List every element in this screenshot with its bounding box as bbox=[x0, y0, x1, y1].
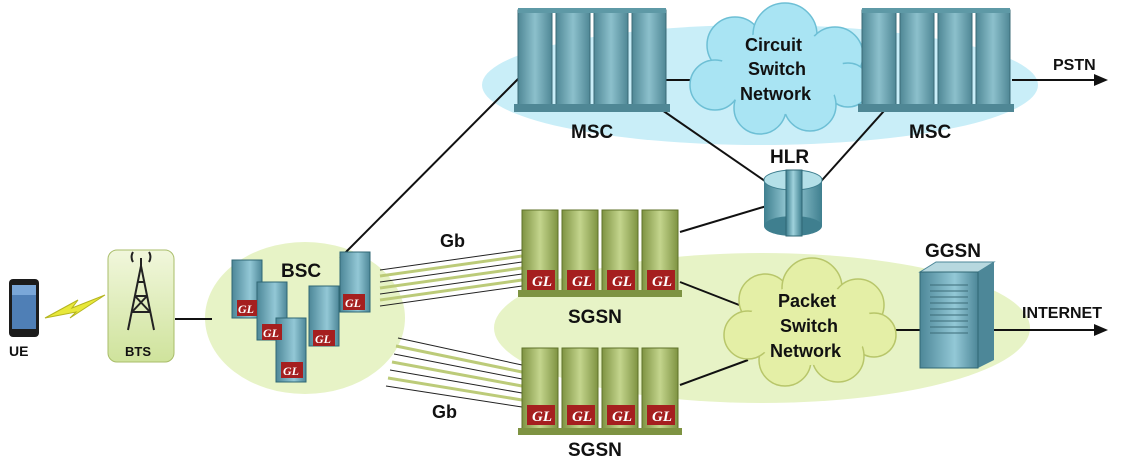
msc-rack-right bbox=[858, 8, 1014, 112]
bts-label: BTS bbox=[125, 344, 151, 359]
hlr-label: HLR bbox=[770, 147, 809, 168]
bts-tower-icon bbox=[107, 249, 175, 363]
msc-rack-left bbox=[514, 8, 670, 112]
pstn-arrow bbox=[1012, 74, 1108, 86]
circuit-cloud-label-line3: Network bbox=[740, 84, 812, 104]
circuit-switch-cloud bbox=[689, 2, 871, 135]
gb-link-bundle-bottom bbox=[385, 337, 523, 408]
ggsn-label: GGSN bbox=[925, 241, 981, 262]
packet-switch-cloud bbox=[723, 257, 897, 387]
gl-logo-text: GL bbox=[572, 409, 592, 425]
ue-phone-icon bbox=[9, 279, 39, 337]
bsc-label: BSC bbox=[281, 261, 321, 282]
circuit-cloud-label-line1: Circuit bbox=[745, 35, 802, 55]
gl-logo-text: GL bbox=[612, 409, 632, 425]
gl-logo-text: GL bbox=[572, 274, 592, 290]
internet-label: INTERNET bbox=[1022, 305, 1102, 322]
packet-cloud-label-line3: Network bbox=[770, 341, 842, 361]
ggsn-server-icon bbox=[918, 261, 996, 369]
sgsn-bottom-label: SGSN bbox=[568, 440, 622, 460]
gl-logo-text: GL bbox=[612, 274, 632, 290]
gl-logo-text: GL bbox=[652, 409, 672, 425]
gl-logos-sgsn: GL GL GL GL GL GL GL GL bbox=[527, 270, 675, 425]
gl-logo-text: GL bbox=[263, 326, 279, 340]
gl-logo-text: GL bbox=[652, 274, 672, 290]
wireless-link-bolt bbox=[44, 294, 106, 319]
hlr-database-icon bbox=[763, 169, 823, 237]
gl-logo-text: GL bbox=[532, 409, 552, 425]
gl-logo-text: GL bbox=[345, 296, 361, 310]
packet-cloud-label-line2: Switch bbox=[780, 316, 838, 336]
msc-right-label: MSC bbox=[909, 122, 952, 143]
gb-bottom-label: Gb bbox=[432, 402, 457, 422]
gb-link-bundle-top bbox=[379, 249, 523, 307]
gb-top-label: Gb bbox=[440, 231, 465, 251]
packet-cloud-label-line1: Packet bbox=[778, 291, 836, 311]
sgsn-top-label: SGSN bbox=[568, 307, 622, 328]
bsc-server-cluster: GL GL GL GL GL bbox=[231, 251, 371, 383]
pstn-label: PSTN bbox=[1053, 57, 1096, 74]
ue-label: UE bbox=[9, 343, 28, 359]
circuit-cloud-label-line2: Switch bbox=[748, 59, 806, 79]
internet-arrow bbox=[985, 324, 1108, 336]
gl-logo-text: GL bbox=[238, 302, 254, 316]
gl-logo-text: GL bbox=[315, 332, 331, 346]
gl-logo-text: GL bbox=[283, 364, 299, 378]
gl-logo-text: GL bbox=[532, 274, 552, 290]
msc-left-label: MSC bbox=[571, 122, 614, 143]
